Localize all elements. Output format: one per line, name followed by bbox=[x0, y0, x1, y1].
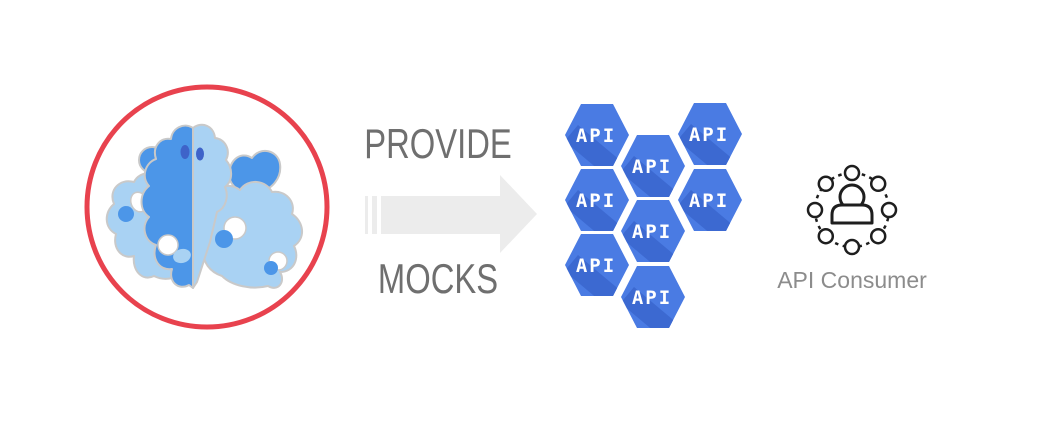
ring-nodes-icon bbox=[806, 164, 898, 256]
api-consumer-label: API Consumer bbox=[777, 267, 927, 293]
api-hexagon: API bbox=[621, 135, 685, 197]
api-hexagon: API bbox=[678, 103, 742, 165]
mocks-label: MOCKS bbox=[377, 255, 499, 302]
api-hexagon: API bbox=[565, 169, 629, 231]
api-hexagon: API bbox=[565, 104, 629, 166]
api-hexagon: API bbox=[678, 169, 742, 231]
hex-api-label: API bbox=[576, 255, 616, 277]
hex-api-label: API bbox=[689, 190, 729, 212]
api-hexagon: API bbox=[621, 266, 685, 328]
microcks-cloud-logo bbox=[84, 84, 330, 330]
api-consumer-icon bbox=[806, 164, 898, 256]
hex-api-label: API bbox=[576, 125, 616, 147]
api-hex-cluster: API API API API API API API API bbox=[563, 101, 744, 330]
cloud-3d-icon bbox=[105, 123, 303, 289]
provide-label: PROVIDE bbox=[364, 120, 512, 167]
api-hexagon: API bbox=[621, 200, 685, 262]
red-ring-icon bbox=[84, 84, 330, 330]
hex-api-label: API bbox=[632, 287, 672, 309]
hex-api-label: API bbox=[689, 124, 729, 146]
api-hexagon: API bbox=[565, 234, 629, 296]
person-icon bbox=[830, 183, 874, 225]
hex-api-label: API bbox=[576, 190, 616, 212]
hex-api-label: API bbox=[632, 221, 672, 243]
hex-api-label: API bbox=[632, 156, 672, 178]
right-arrow-icon bbox=[365, 175, 537, 253]
